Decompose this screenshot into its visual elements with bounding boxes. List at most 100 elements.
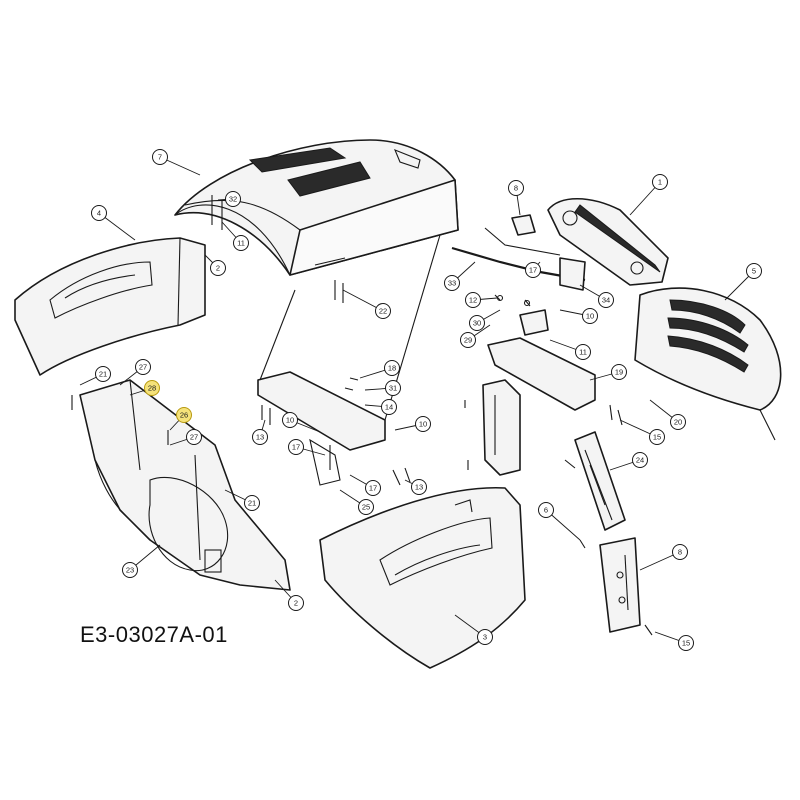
callout-22: 22 [375,303,391,319]
callout-circle [210,260,226,276]
callout-circle [538,502,554,518]
callout-circle [678,635,694,651]
callout-label: 11 [579,348,587,357]
callout-label: 24 [636,456,644,465]
callout-circle [358,499,374,515]
vertical-support-part [482,379,521,476]
callout-circle [508,180,524,196]
callout-circle [525,262,541,278]
callout-33: 33 [444,275,460,291]
callout-circle [385,380,401,396]
callout-circle [135,359,151,375]
callout-label: 34 [602,296,610,305]
callout-circle [186,429,202,445]
fasteners [71,195,653,636]
callout-28: 28 [144,380,160,396]
callout-13: 13 [252,429,268,445]
callout-circle [91,205,107,221]
callout-label: 17 [292,443,300,452]
right-vertical-bracket-part [574,431,626,531]
callout-label: 12 [469,296,477,305]
callout-17: 17 [288,439,304,455]
callout-label: 13 [415,483,423,492]
callout-circle [582,308,598,324]
callout-label: 19 [615,368,623,377]
callout-label: 13 [256,433,264,442]
callout-13: 13 [411,479,427,495]
callout-18: 18 [384,360,400,376]
callout-21: 21 [95,366,111,382]
callout-label: 21 [99,370,107,379]
callout-label: 6 [544,506,548,515]
callout-label: 28 [148,384,156,393]
callout-label: 3 [483,633,487,642]
callout-4: 4 [91,205,107,221]
callout-5: 5 [746,263,762,279]
callout-label: 15 [653,433,661,442]
callout-circle [469,315,485,331]
callout-circle [649,429,665,445]
callout-label: 32 [229,195,237,204]
callout-label: 25 [362,503,370,512]
callout-10: 10 [582,308,598,324]
callout-30: 30 [469,315,485,331]
lower-right-bracket-part [599,537,641,633]
callout-circle [225,191,241,207]
callout-circle [384,360,400,376]
callout-label: 2 [294,599,298,608]
drawing-part-number: E3-03027A-01 [80,622,228,647]
callout-circle [282,412,298,428]
callout-circle [611,364,627,380]
callout-label: 27 [190,433,198,442]
callout-circle [672,544,688,560]
callout-circle [365,480,381,496]
callout-circle [444,275,460,291]
callout-2: 2 [288,595,304,611]
callout-circle [288,595,304,611]
callout-label: 8 [678,548,682,557]
callout-8: 8 [508,180,524,196]
dash-support-frame-part [257,234,441,486]
callout-10: 10 [415,416,431,432]
callout-19: 19 [611,364,627,380]
callout-32: 32 [225,191,241,207]
callout-markers: 7321124228117333412302910511272128262718… [91,149,762,651]
callout-circle [575,344,591,360]
hood-part [174,139,459,276]
callout-27: 27 [135,359,151,375]
callout-circle [381,399,397,415]
callout-label: 2 [216,264,220,273]
callout-label: 31 [389,384,397,393]
grille-part [634,287,782,441]
left-side-panel-part [14,237,206,376]
callout-label: 27 [139,363,147,372]
callout-label: 15 [682,639,690,648]
callout-circle [252,429,268,445]
callout-25: 25 [358,499,374,515]
callout-label: 10 [286,416,294,425]
callout-31: 31 [385,380,401,396]
callout-label: 21 [248,499,256,508]
callout-17: 17 [525,262,541,278]
callout-label: 20 [674,418,682,427]
right-side-panel-part [319,486,526,669]
center-bracket-plate-part [487,309,596,411]
callout-circle [152,149,168,165]
callout-label: 33 [448,279,456,288]
callout-circle [746,263,762,279]
callout-label: 18 [388,364,396,373]
callout-label: 26 [180,411,188,420]
callout-label: 22 [379,307,387,316]
callout-circle [632,452,648,468]
callout-circle [411,479,427,495]
callout-circle [477,629,493,645]
callout-circle [375,303,391,319]
callout-label: 10 [586,312,594,321]
callout-10: 10 [282,412,298,428]
callout-29: 29 [460,332,476,348]
callout-14: 14 [381,399,397,415]
callout-20: 20 [670,414,686,430]
callout-circle [670,414,686,430]
